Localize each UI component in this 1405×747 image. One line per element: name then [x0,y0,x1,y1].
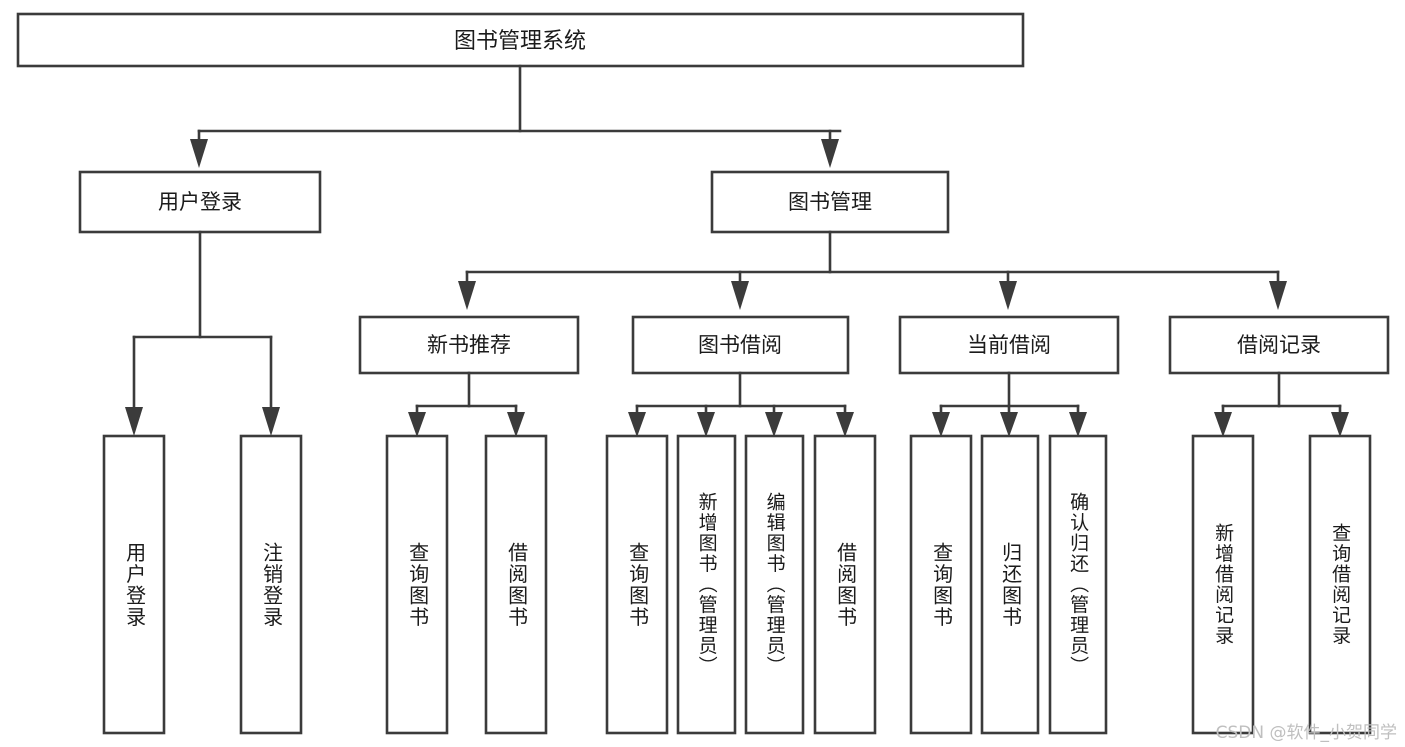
leaf-confirm-return-box[interactable] [1048,434,1108,735]
connector-new-book-recommend-to-leaves [408,371,525,437]
leaf-logout-box[interactable] [239,434,303,735]
node-borrow-record-label: 借阅记录 [1237,333,1321,357]
arrow-head-leaf-edit-book [765,412,783,437]
node-current-borrow[interactable]: 当前借阅 [898,315,1120,375]
leaf-query-record-box[interactable] [1308,434,1372,735]
node-borrow-record[interactable]: 借阅记录 [1168,315,1390,375]
arrow-head-leaf-query-book-3 [932,412,950,437]
csdn-watermark: CSDN @软件_小贺同学 [1215,723,1397,743]
node-new-book-recommend-box[interactable] [358,315,580,375]
connector-borrow-record-to-leaves [1214,371,1349,437]
arrow-head-current-borrow [999,281,1017,310]
arrow-head-leaf-confirm-return [1069,412,1087,437]
arrow-head-leaf-borrow-book-1 [507,412,525,437]
node-new-book-recommend[interactable]: 新书推荐 [358,315,580,375]
leaf-return-book-box[interactable] [980,434,1040,735]
leaf-query-book-2-box[interactable] [605,434,669,735]
node-book-manage[interactable]: 图书管理 [710,170,950,234]
node-user-login-box[interactable] [78,170,322,234]
node-new-book-recommend-label: 新书推荐 [427,333,511,357]
node-user-login-label: 用户登录 [158,190,242,214]
node-root-label: 图书管理系统 [454,29,586,54]
leaf-borrow-book-2-box[interactable] [813,434,877,735]
node-book-borrow-label: 图书借阅 [698,333,782,357]
arrow-head-book-borrow [731,281,749,310]
leaf-add-record-box[interactable] [1191,434,1255,735]
arrow-head-leaf-user-login [125,407,143,436]
arrow-head-borrow-record [1269,281,1287,310]
leaf-query-book-1-box[interactable] [385,434,449,735]
node-user-login[interactable]: 用户登录 [78,170,322,234]
node-current-borrow-label: 当前借阅 [967,333,1051,357]
connector-root-to-level2 [190,64,842,168]
arrow-head-leaf-query-book-1 [408,412,426,437]
node-root-box[interactable] [16,12,1025,68]
leaf-user-login-box[interactable] [102,434,166,735]
connector-user-login-to-leaves [125,230,280,436]
connector-current-borrow-to-leaves [932,371,1087,437]
arrow-head-leaf-borrow-book-2 [836,412,854,437]
connector-book-borrow-to-leaves [628,371,854,437]
leaf-node-boxes [102,434,1372,735]
leaf-add-book-box[interactable] [676,434,737,735]
arrow-head-leaf-query-record [1331,412,1349,437]
arrow-head-leaf-add-book [697,412,715,437]
node-book-borrow[interactable]: 图书借阅 [631,315,850,375]
arrow-head-book-manage [821,139,839,168]
arrow-head-user-login [190,139,208,168]
connector-book-manage-to-level3 [458,230,1287,310]
leaf-query-book-3-box[interactable] [909,434,973,735]
node-root[interactable]: 图书管理系统 [16,12,1025,68]
arrow-head-leaf-logout [262,407,280,436]
leaf-edit-book-box[interactable] [744,434,805,735]
arrow-head-new-book-recommend [458,281,476,310]
leaf-borrow-book-1-box[interactable] [484,434,548,735]
arrow-head-leaf-return-book [1000,412,1018,437]
node-book-manage-label: 图书管理 [788,190,872,214]
arrow-head-leaf-query-book-2 [628,412,646,437]
node-current-borrow-box[interactable] [898,315,1120,375]
arrow-head-leaf-add-record [1214,412,1232,437]
